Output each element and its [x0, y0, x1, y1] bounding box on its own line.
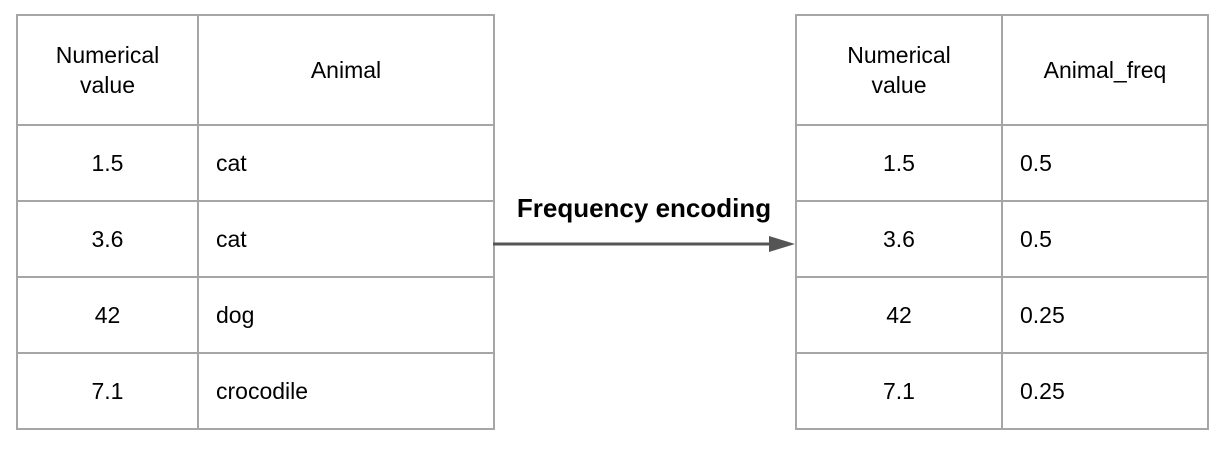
table-cell: dog: [197, 276, 495, 354]
header-row: Numerical value Animal: [16, 14, 495, 126]
table-cell: 0.5: [1001, 124, 1209, 202]
table-cell: cat: [197, 200, 495, 278]
table-row: 7.1 crocodile: [16, 352, 495, 430]
column-header-animal: Animal: [197, 14, 495, 126]
table-row: 1.5 0.5: [795, 124, 1209, 202]
input-table: Numerical value Animal 1.5 cat 3.6 cat 4…: [16, 14, 495, 430]
table-row: 1.5 cat: [16, 124, 495, 202]
encoding-label: Frequency encoding: [516, 193, 772, 223]
table-cell: 0.25: [1001, 352, 1209, 430]
table-row: 42 dog: [16, 276, 495, 354]
table-cell: crocodile: [197, 352, 495, 430]
table-row: 42 0.25: [795, 276, 1209, 354]
table-cell: 1.5: [16, 124, 199, 202]
table-cell: 7.1: [795, 352, 1003, 430]
column-header-animal-freq: Animal_freq: [1001, 14, 1209, 126]
encoding-connector: Frequency encoding: [493, 194, 795, 255]
column-header-numerical-value: Numerical value: [795, 14, 1003, 126]
table-cell: 42: [795, 276, 1003, 354]
table-cell: 3.6: [795, 200, 1003, 278]
right-arrow-icon: [493, 236, 795, 252]
table-cell: 42: [16, 276, 199, 354]
output-table: Numerical value Animal_freq 1.5 0.5 3.6 …: [795, 14, 1209, 430]
table-row: 3.6 cat: [16, 200, 495, 278]
table-cell: cat: [197, 124, 495, 202]
table-cell: 3.6: [16, 200, 199, 278]
table-cell: 0.5: [1001, 200, 1209, 278]
table-row: 3.6 0.5: [795, 200, 1209, 278]
table-cell: 1.5: [795, 124, 1003, 202]
column-header-numerical-value: Numerical value: [16, 14, 199, 126]
table-row: 7.1 0.25: [795, 352, 1209, 430]
header-row: Numerical value Animal_freq: [795, 14, 1209, 126]
table-cell: 7.1: [16, 352, 199, 430]
table-cell: 0.25: [1001, 276, 1209, 354]
